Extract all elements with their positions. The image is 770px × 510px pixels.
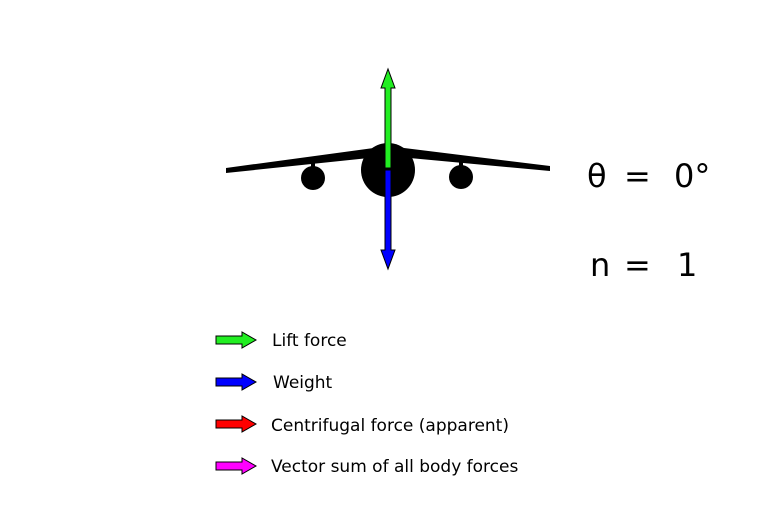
- legend-label-weight: Weight: [273, 373, 333, 393]
- load-factor-equals: =: [624, 246, 651, 284]
- bank-angle-readout: θ = 0°: [587, 157, 710, 195]
- load-factor-readout: n = 1: [590, 246, 697, 284]
- legend-item-lift: Lift force: [215, 331, 347, 351]
- legend-label-centrifugal: Centrifugal force (apparent): [271, 416, 509, 436]
- right-wing: [388, 146, 550, 171]
- legend: Lift force Weight Centrifugal force (app…: [215, 331, 518, 477]
- weight-arrow-shape: [380, 169, 396, 271]
- right-engine: [449, 165, 473, 189]
- left-wing: [226, 146, 388, 173]
- bank-angle-equals: =: [624, 157, 651, 195]
- legend-arrow-centrifugal: [215, 415, 258, 433]
- bank-angle-symbol: θ: [587, 157, 607, 195]
- legend-arrow-lift: [215, 331, 258, 349]
- load-factor-symbol: n: [590, 246, 610, 284]
- lift-force-arrow: [380, 67, 396, 169]
- left-engine: [301, 166, 325, 190]
- legend-arrow-weight: [215, 373, 258, 391]
- right-engine-pylon: [459, 158, 463, 168]
- load-factor-value: 1: [677, 246, 697, 284]
- legend-label-vector-sum: Vector sum of all body forces: [271, 457, 518, 477]
- bank-angle-value: 0°: [674, 157, 710, 195]
- legend-label-lift: Lift force: [272, 331, 347, 351]
- legend-item-centrifugal: Centrifugal force (apparent): [215, 415, 509, 436]
- lift-arrow-shape: [380, 67, 396, 169]
- left-engine-pylon: [311, 160, 315, 170]
- legend-item-vector-sum: Vector sum of all body forces: [215, 457, 518, 477]
- legend-item-weight: Weight: [215, 373, 333, 393]
- legend-arrow-vector-sum: [215, 457, 258, 475]
- weight-arrow: [380, 169, 396, 271]
